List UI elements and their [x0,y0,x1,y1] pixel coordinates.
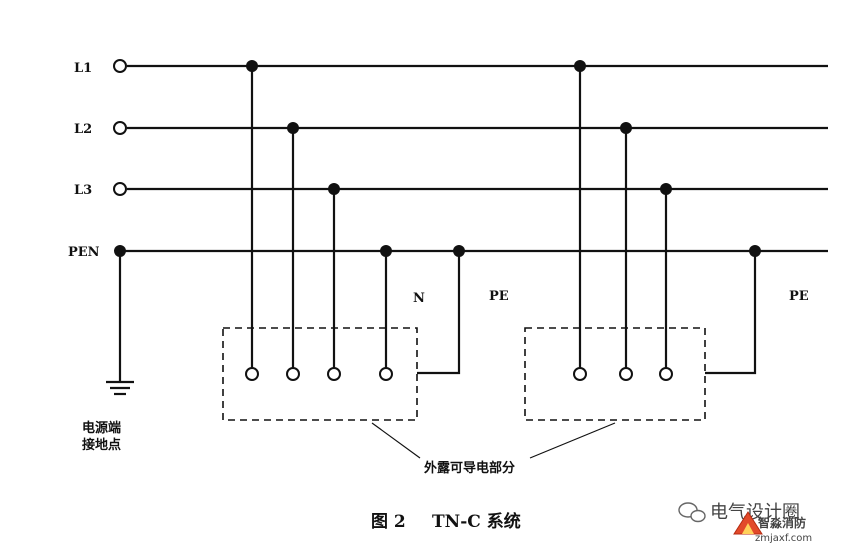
ground-label-line1: 电源端 [82,420,121,436]
junction-l1-eq2 [574,60,586,72]
leader-line-eq2 [529,422,616,459]
junction-l1-eq1 [246,60,258,72]
terminal-n-eq1 [379,367,393,381]
label-l1: L1 [74,61,92,76]
label-pe-left: PE [489,289,509,304]
terminal-l2-eq2 [619,367,633,381]
leader-line-eq1 [371,422,421,459]
terminal-l1-eq1 [245,367,259,381]
junction-l3-eq2 [660,183,672,195]
label-pen: PEN [68,245,100,260]
label-l3: L3 [74,183,92,198]
watermark-site: zmjaxf.com [755,533,812,544]
junction-l2-eq1 [287,122,299,134]
label-l2: L2 [74,122,92,137]
equipment-enclosure-2 [524,327,706,421]
figure-number: 图 2 [371,512,406,532]
flame-logo-icon [733,511,763,535]
terminal-l2-eq1 [286,367,300,381]
wechat-icon [678,502,706,523]
junction-l3-eq1 [328,183,340,195]
junction-n-eq1 [380,245,392,257]
exposed-parts-label: 外露可导电部分 [423,460,515,476]
label-pe-right: PE [789,289,809,304]
terminal-l1-eq2 [573,367,587,381]
source-terminal-l3 [113,182,127,196]
figure-title: TN-C 系统 [432,511,521,532]
drop-pe-eq1 [417,251,461,375]
ground-symbol-icon [106,380,134,396]
watermark-account: 电气设计圈 [710,502,800,523]
drop-pe-eq2 [705,251,757,375]
junction-l2-eq2 [620,122,632,134]
source-terminal-l2 [113,121,127,135]
source-terminal-l1 [113,59,127,73]
terminal-l3-eq2 [659,367,673,381]
junction-pe-eq1 [453,245,465,257]
junction-pe-eq2 [749,245,761,257]
watermark-brand: 智淼消防 [757,515,806,530]
ground-label-line2: 接地点 [82,437,121,453]
label-n: N [413,291,425,306]
terminal-l3-eq1 [327,367,341,381]
